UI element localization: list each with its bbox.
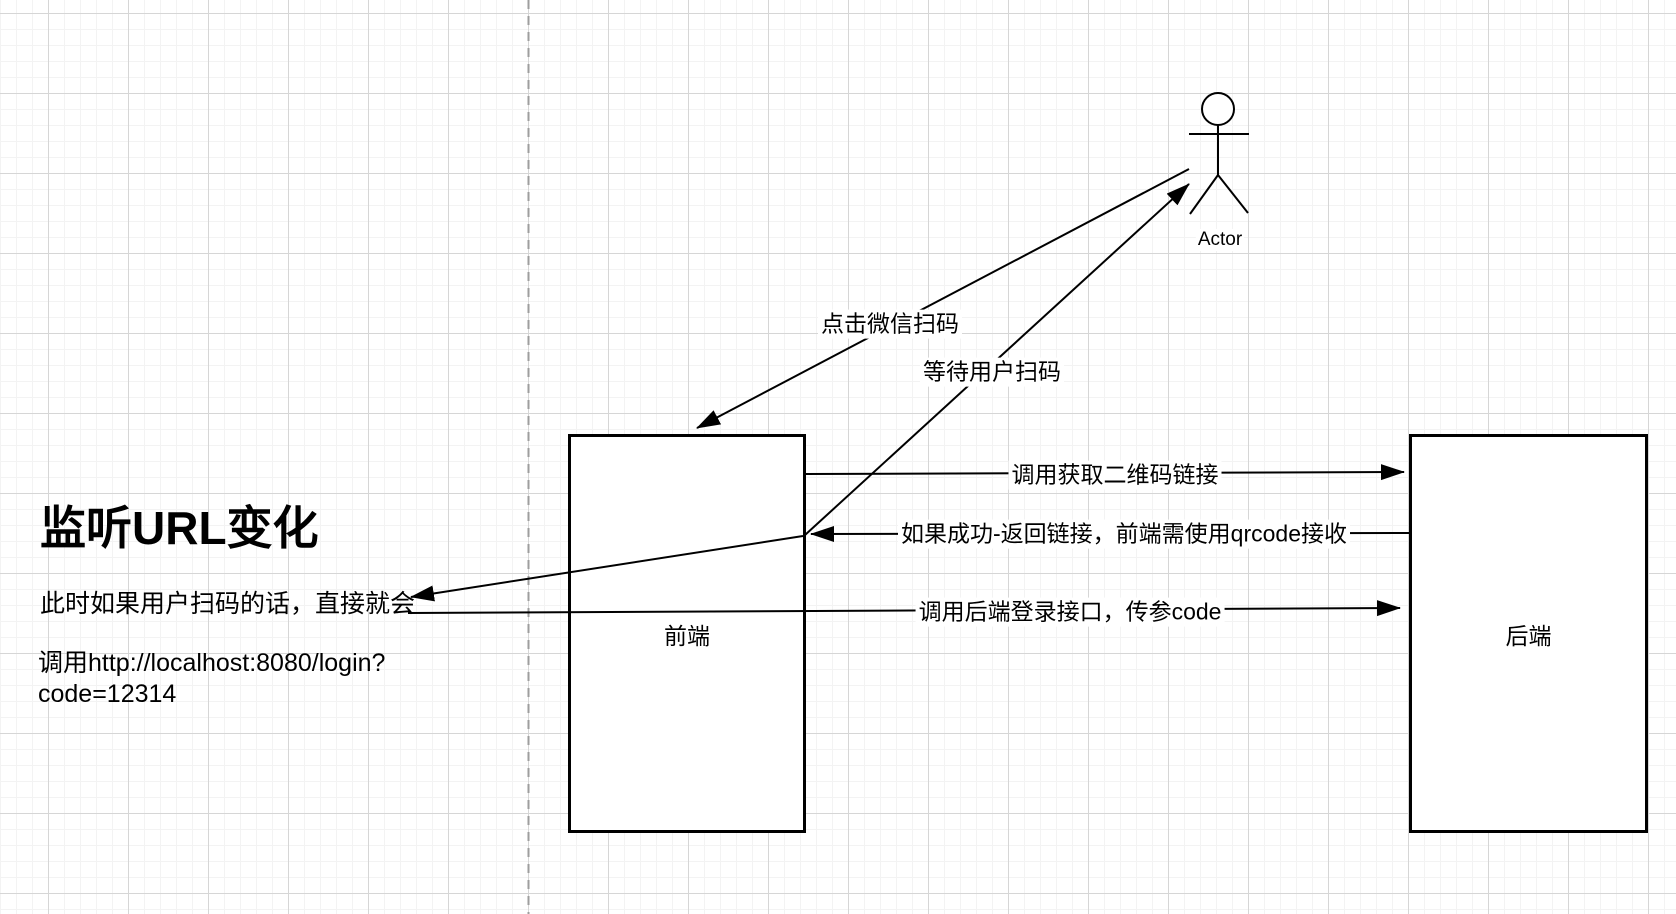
actor-label: Actor xyxy=(1195,229,1245,251)
actor-leg-right xyxy=(1217,174,1249,214)
actor-leg-left xyxy=(1189,174,1219,215)
note-scan-description: 此时如果用户扫码的话，直接就会 xyxy=(40,590,416,618)
node-backend-label: 后端 xyxy=(1505,622,1552,649)
edge-label-return-link: 如果成功-返回链接，前端需使用qrcode接收 xyxy=(898,519,1350,549)
note-title: 监听URL变化 xyxy=(40,502,319,554)
node-frontend-label: 前端 xyxy=(664,622,710,649)
edge-label-click-wechat-scan: 点击微信扫码 xyxy=(818,309,962,339)
note-login-url: 调用http://localhost:8080/login? code=1231… xyxy=(38,649,386,708)
edge-call-login-api[interactable] xyxy=(407,600,1401,617)
node-frontend[interactable]: 前端 xyxy=(568,434,806,833)
node-backend[interactable]: 后端 xyxy=(1409,434,1648,833)
edge-label-wait-user-scan: 等待用户扫码 xyxy=(920,357,1064,387)
actor-head xyxy=(1201,92,1235,126)
edge-label-call-login-api: 调用后端登录接口，传参code xyxy=(915,597,1225,627)
edge-label-call-get-qrcode-link: 调用获取二维码链接 xyxy=(1008,460,1222,490)
edge-click-wechat-scan[interactable] xyxy=(696,168,1190,429)
actor-figure[interactable] xyxy=(1189,92,1249,215)
